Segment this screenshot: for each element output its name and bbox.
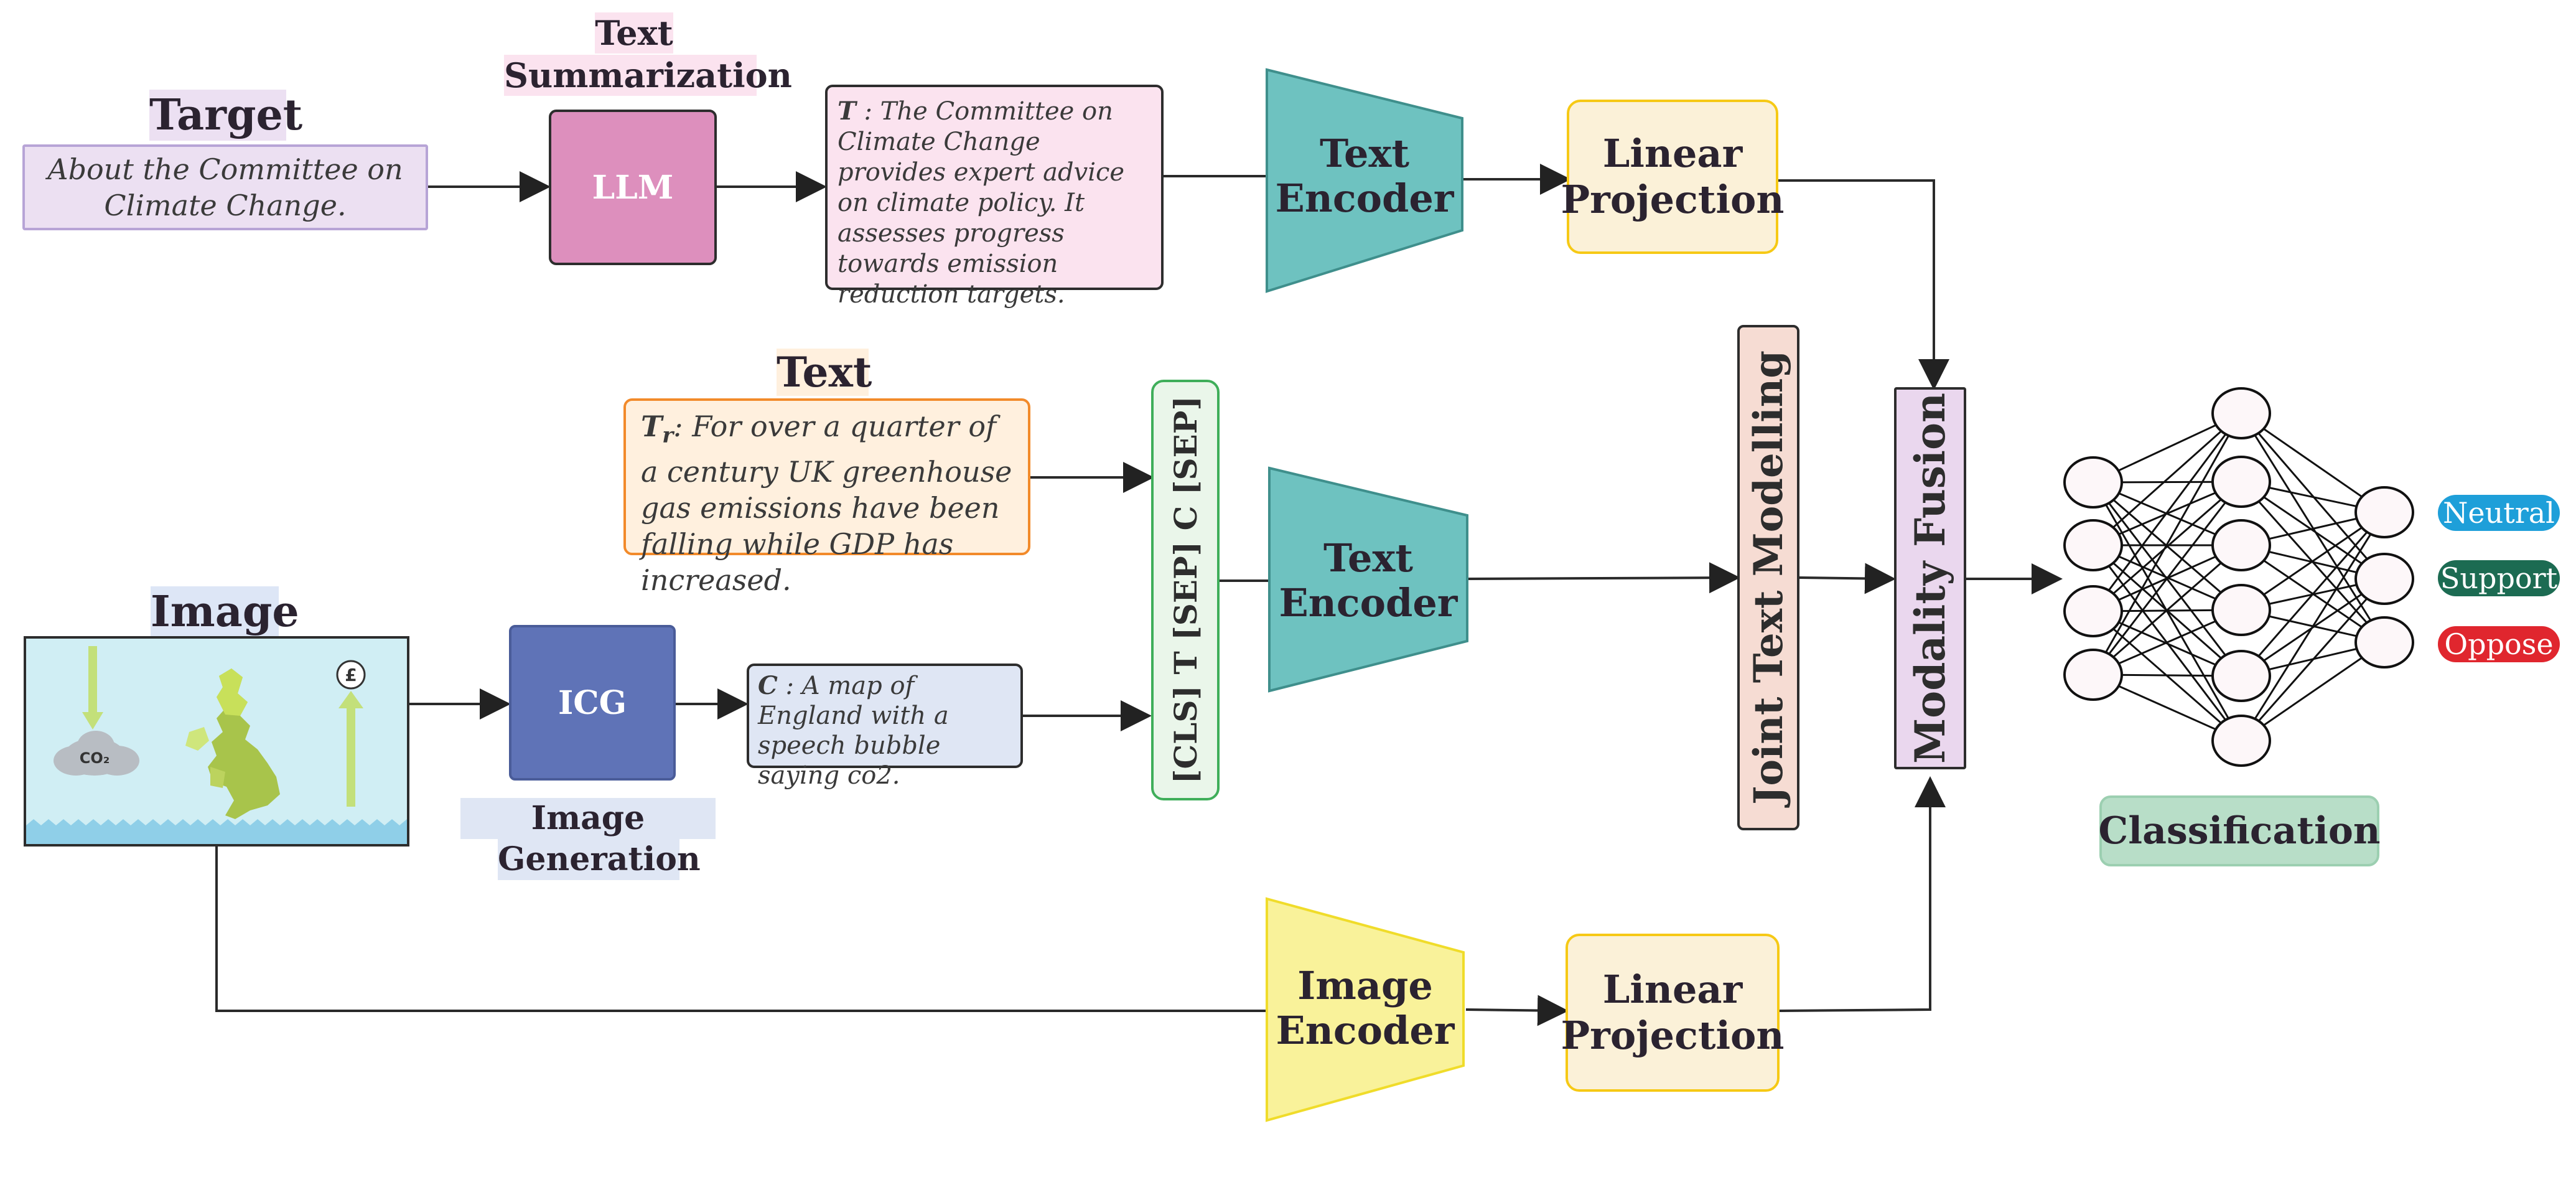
text-encoder-top-shape xyxy=(1266,68,1463,293)
summary-box: T : The Committee on Climate Change prov… xyxy=(825,85,1164,309)
network-edge xyxy=(2241,481,2385,580)
modality-fusion-box: Modality Fusion xyxy=(1894,387,1966,769)
network-node-layer-2 xyxy=(2211,650,2271,702)
arrow-projection-fusion-top xyxy=(1778,179,1949,390)
target-text-box: About the Committee on Climate Change. xyxy=(22,144,428,230)
summarization-heading-line1: Text xyxy=(595,12,673,54)
network-node-layer-1 xyxy=(2063,456,2123,509)
summary-prefix: T xyxy=(838,96,856,126)
caption-prefix: C xyxy=(758,671,778,700)
uk-map-illustration: CO₂ £ xyxy=(26,646,407,844)
projection-bottom-line2: Projection xyxy=(1561,1013,1785,1058)
modality-fusion-label: Modality Fusion xyxy=(1906,393,1954,764)
pound-coin-icon xyxy=(336,660,366,690)
text-encoder-mid-line1: Text xyxy=(1323,535,1414,581)
caption-text: : A map of England with a speech bubble … xyxy=(758,672,949,790)
joint-text-modelling-label: Joint Text Modelling xyxy=(1745,350,1792,805)
text-encoder-mid: Text Encoder xyxy=(1269,528,1467,634)
co2-cloud-icon xyxy=(54,731,139,776)
image-encoder: Image Encoder xyxy=(1267,952,1463,1064)
linear-projection-top: Linear Projection xyxy=(1561,100,1784,254)
target-heading: Target xyxy=(149,90,303,141)
icg-heading-line2: Generation xyxy=(498,839,701,880)
text-prefix: T xyxy=(641,410,663,443)
text-prefix-sub: r xyxy=(662,423,674,449)
icg-box: ICG xyxy=(509,625,676,781)
text-encoder-top-line1: Text xyxy=(1319,131,1410,176)
network-edge xyxy=(2092,413,2242,675)
icg-heading-line1: Image Caption xyxy=(460,798,716,878)
network-edge xyxy=(2241,412,2385,514)
projection-bottom-line1: Linear xyxy=(1602,967,1743,1012)
network-node-layer-2 xyxy=(2211,519,2271,571)
projection-top-line2: Projection xyxy=(1561,177,1785,222)
network-edge xyxy=(2093,544,2242,676)
joint-text-modelling-box: Joint Text Modelling xyxy=(1737,325,1799,830)
image-encoder-line2: Encoder xyxy=(1276,1008,1455,1053)
input-image: CO₂ £ xyxy=(24,636,409,847)
text-encoder-top: Text Encoder xyxy=(1267,123,1462,229)
arrow-image-encoder xyxy=(215,847,1267,1012)
summary-text: : The Committee on Climate Change provid… xyxy=(838,97,1125,309)
linear-projection-bottom: Linear Projection xyxy=(1561,934,1784,1092)
network-node-layer-2 xyxy=(2211,456,2271,508)
text-encoder-top-line2: Encoder xyxy=(1275,176,1454,221)
network-edge xyxy=(2240,512,2386,741)
pound-symbol: £ xyxy=(345,665,357,685)
text-encoder-mid-line2: Encoder xyxy=(1279,580,1458,626)
network-edge xyxy=(2241,641,2385,742)
uk-map-icon xyxy=(185,668,280,819)
image-encoder-line1: Image xyxy=(1297,963,1433,1008)
image-encoder-shape xyxy=(1266,897,1465,1122)
network-node-layer-1 xyxy=(2063,519,2123,571)
network-node-layer-3 xyxy=(2354,616,2414,668)
text-heading: Text xyxy=(777,348,872,396)
arrow-encoder-joint xyxy=(1467,562,1740,594)
text-encoder-mid-shape xyxy=(1268,466,1468,693)
network-node-layer-2 xyxy=(2211,584,2271,636)
token-sequence-box: [CLS] T [SEP] C [SEP] xyxy=(1151,380,1220,800)
image-heading: Image xyxy=(151,586,299,637)
llm-box: LLM xyxy=(549,110,717,265)
network-edge xyxy=(2241,511,2385,611)
co2-label: CO₂ xyxy=(80,749,110,767)
arrow-encoder-projection-bottom xyxy=(1465,995,1569,1026)
arrow-projection-fusion-bottom xyxy=(1779,776,1946,1012)
network-node-layer-1 xyxy=(2063,585,2123,637)
network-node-layer-3 xyxy=(2354,553,2414,605)
arrow-joint-fusion xyxy=(1799,563,1896,594)
class-support-pill: Support xyxy=(2438,560,2560,596)
summarization-heading-line2: Summarization xyxy=(504,55,792,96)
network-node-layer-1 xyxy=(2063,649,2123,701)
network-edge xyxy=(2240,578,2386,741)
network-node-layer-2 xyxy=(2211,387,2271,439)
class-neutral-pill: Neutral xyxy=(2438,495,2560,531)
network-node-layer-2 xyxy=(2211,715,2271,767)
network-node-layer-3 xyxy=(2354,486,2414,538)
text-body: : For over a quarter of a century UK gre… xyxy=(641,410,1012,598)
network-edge xyxy=(2240,512,2386,677)
projection-top-line1: Linear xyxy=(1602,131,1743,176)
classification-label: Classification xyxy=(2099,795,2380,866)
network-edge xyxy=(2092,481,2242,675)
network-edge xyxy=(2092,413,2242,612)
caption-box: C : A map of England with a speech bubbl… xyxy=(747,664,1023,790)
token-sequence-label: [CLS] T [SEP] C [SEP] xyxy=(1167,396,1204,784)
network-edge xyxy=(2093,412,2242,546)
class-oppose-pill: Oppose xyxy=(2438,626,2560,662)
text-input-box: Tr: For over a quarter of a century UK g… xyxy=(623,398,1030,597)
network-edge xyxy=(2093,481,2242,612)
